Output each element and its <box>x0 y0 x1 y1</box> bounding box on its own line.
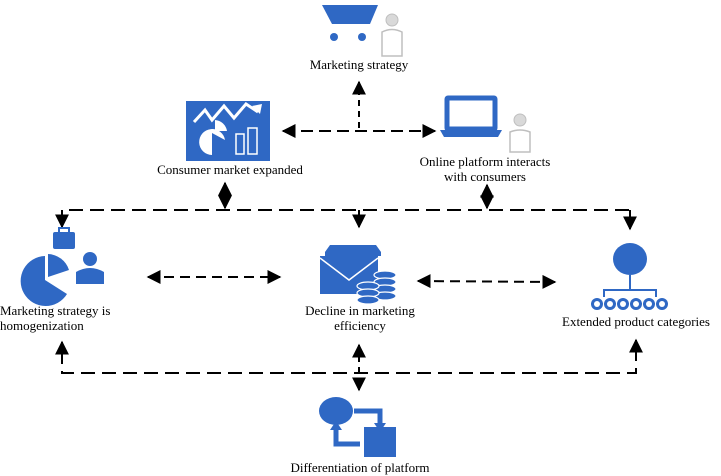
label-decline-efficiency: Decline in marketing efficiency <box>290 303 430 333</box>
shopping-cart-person-icon <box>322 5 403 57</box>
pie-chart-briefcase-person-icon <box>20 227 104 306</box>
label-homogenization-line1: Marketing strategy is <box>0 303 111 318</box>
label-online-platform: Online platform interacts with consumers <box>410 154 560 184</box>
main-bus-line <box>61 209 631 224</box>
envelope-coins-icon <box>319 245 397 305</box>
label-decline-line2: efficiency <box>334 318 386 333</box>
process-flow-icon <box>319 397 396 457</box>
label-decline-line1: Decline in marketing <box>305 303 415 318</box>
organization-people-icon <box>591 243 668 310</box>
label-differentiation-platform: Differentiation of platform <box>290 460 430 475</box>
laptop-person-icon <box>440 95 531 153</box>
label-homogenization-line2: homogenization <box>0 318 84 333</box>
arrow-decline-extended <box>416 274 557 289</box>
label-marketing-strategy: Marketing strategy <box>309 57 409 72</box>
label-consumer-market-expanded: Consumer market expanded <box>157 162 303 177</box>
connectors <box>55 80 643 392</box>
label-homogenization: Marketing strategy is homogenization <box>0 303 130 333</box>
label-online-platform-line2: with consumers <box>444 169 526 184</box>
bottom-bus-line <box>61 348 637 374</box>
label-online-platform-line1: Online platform interacts <box>419 154 551 169</box>
label-extended-product-categories: Extended product categories <box>562 314 710 329</box>
growth-chart-icon <box>186 101 270 161</box>
